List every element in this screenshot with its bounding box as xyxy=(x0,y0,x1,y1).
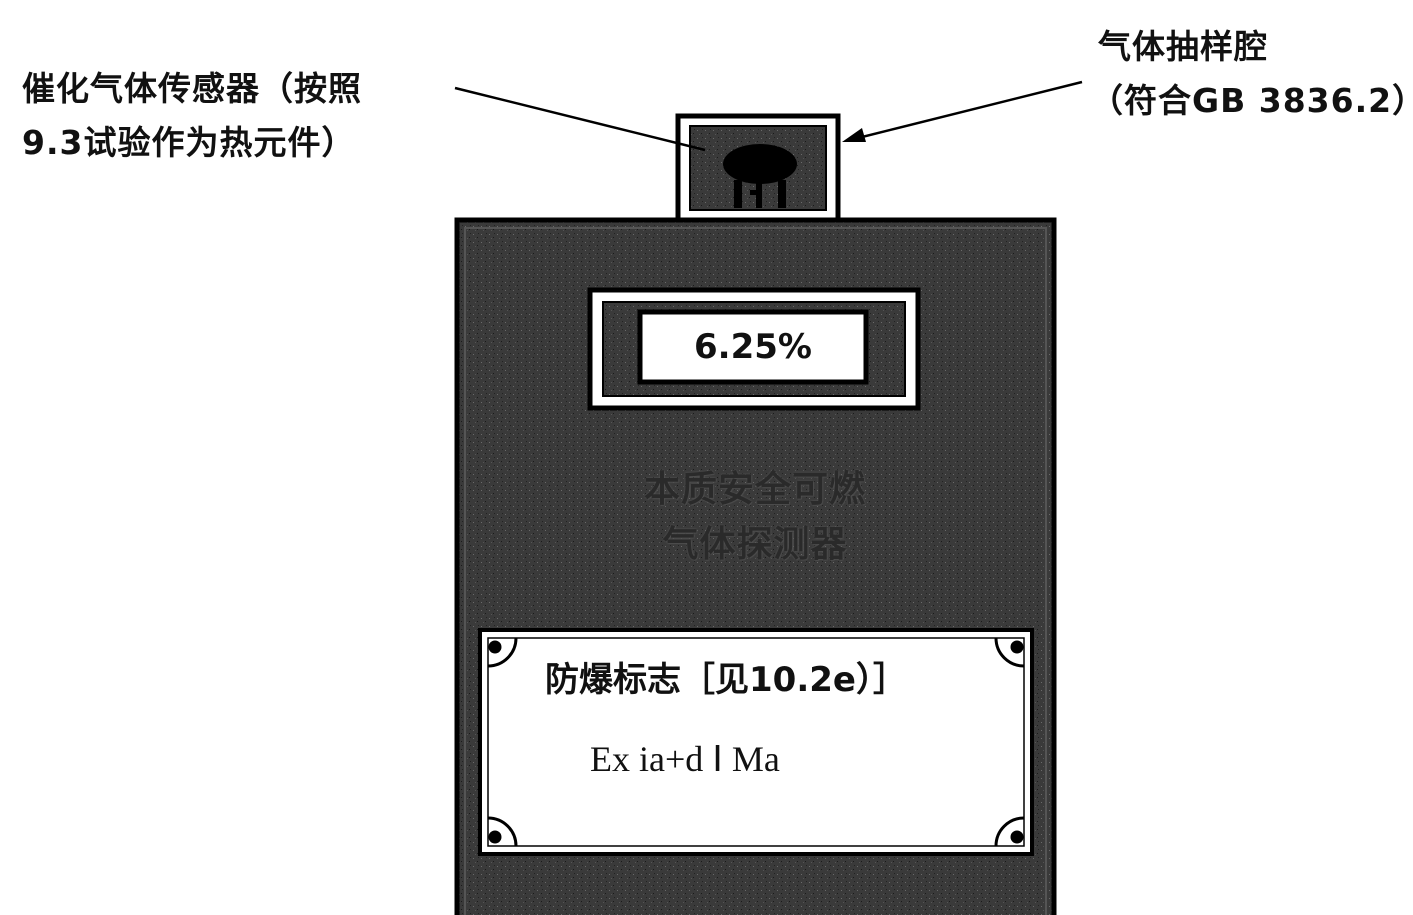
nameplate-screw-icons xyxy=(487,637,1025,847)
chamber-label-line1: 气体抽样腔 xyxy=(1098,27,1268,66)
detector-body-inner-border xyxy=(464,227,1047,915)
explosion-proof-mark-title: 防爆标志［见10.2e）］ xyxy=(545,660,907,700)
leader-line-chamber xyxy=(842,80,1083,142)
catalytic-sensor-icon xyxy=(723,144,797,208)
explosion-proof-marking: Ex ia+d Ⅰ Ma xyxy=(590,739,780,779)
display-reading: 6.25% xyxy=(694,327,812,367)
sensor-label-line1: 催化气体传感器（按照 xyxy=(22,69,362,108)
nameplate xyxy=(478,628,1034,856)
display-screen xyxy=(637,309,869,385)
sensor-label-line2: 9.3试验作为热元件） xyxy=(22,123,356,162)
device-name-line1: 本质安全可燃 xyxy=(643,469,866,510)
leader-line-sensor xyxy=(454,86,706,152)
chamber-label-line2: （符合GB 3836.2） xyxy=(1090,81,1413,120)
device-name-line2: 气体探测器 xyxy=(662,524,848,565)
nameplate-inner-border xyxy=(487,637,1025,847)
